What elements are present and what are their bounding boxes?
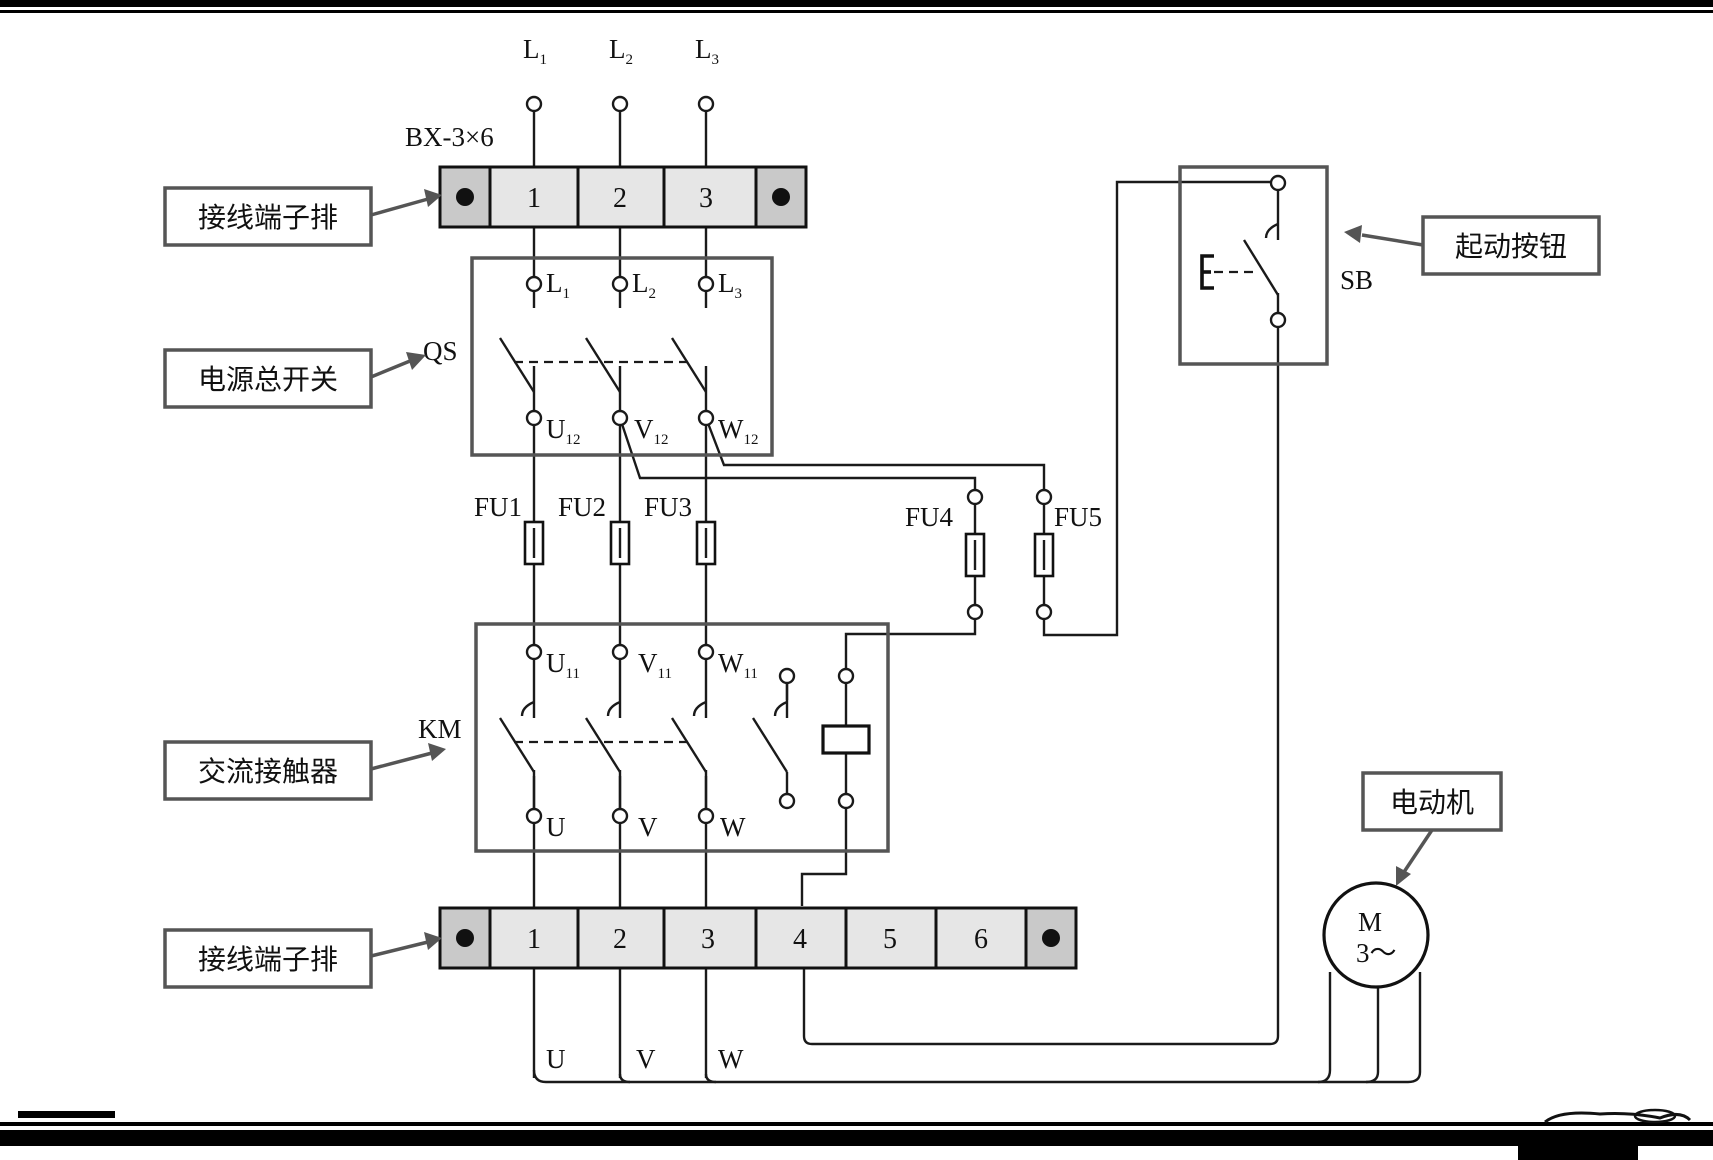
svg-text:接线端子排: 接线端子排 bbox=[198, 201, 338, 234]
svg-text:L2: L2 bbox=[609, 34, 633, 68]
qs-code: QS bbox=[423, 336, 458, 366]
bottom-terminal-3: 3 bbox=[701, 924, 715, 955]
bottom-terminal-2: 2 bbox=[613, 924, 627, 955]
strip-model-label: BX-3×6 bbox=[405, 122, 494, 152]
fu1-label: FU1 bbox=[474, 492, 522, 522]
bottom-phase-labels: U V W bbox=[546, 1044, 744, 1074]
callout-main-switch: 电源总开关 bbox=[163, 348, 426, 409]
start-button-sb: SB bbox=[1178, 165, 1373, 366]
svg-text:U11: U11 bbox=[546, 648, 580, 682]
main-switch-qs: QS L1 L2 L3 U12 V12 W12 bbox=[423, 256, 774, 457]
motor: M 3～ bbox=[1322, 881, 1430, 989]
qs-out-1: U bbox=[546, 414, 566, 444]
bottom-terminal-5: 5 bbox=[883, 924, 897, 955]
svg-text:电源总开关: 电源总开关 bbox=[198, 363, 338, 396]
supply-l3: L bbox=[695, 34, 712, 64]
supply-l1-sub: 1 bbox=[540, 52, 548, 68]
svg-text:W12: W12 bbox=[718, 414, 758, 448]
sb-code: SB bbox=[1340, 265, 1373, 295]
km-in-3: W bbox=[718, 648, 744, 678]
top-terminal-3: 3 bbox=[699, 183, 713, 214]
km-out-2: V bbox=[638, 812, 658, 842]
supply-l1: L bbox=[523, 34, 540, 64]
top-terminal-1: 1 bbox=[527, 183, 541, 214]
svg-text:L1: L1 bbox=[546, 268, 570, 302]
fuses: FU1 FU2 FU3 FU4 FU5 bbox=[474, 488, 1102, 621]
svg-text:L3: L3 bbox=[695, 34, 719, 68]
contactor-km: KM U11 bbox=[418, 622, 890, 853]
qs-in-1: L bbox=[546, 268, 563, 298]
phase-v-label: V bbox=[636, 1044, 656, 1074]
motor-label-m: M bbox=[1358, 907, 1382, 937]
supply-l3-terminal bbox=[697, 95, 715, 113]
supply-l3-sub: 3 bbox=[712, 52, 720, 68]
svg-text:交流接触器: 交流接触器 bbox=[198, 755, 338, 788]
km-in-1: U bbox=[546, 648, 566, 678]
svg-text:L3: L3 bbox=[718, 268, 742, 302]
km-code: KM bbox=[418, 714, 462, 744]
fu5-label: FU5 bbox=[1054, 502, 1102, 532]
svg-text:U12: U12 bbox=[546, 414, 581, 448]
svg-text:L1: L1 bbox=[523, 34, 547, 68]
bottom-terminal-strip: 1 2 3 4 5 6 bbox=[438, 906, 1078, 970]
callout-terminal-strip-top: 接线端子排 bbox=[163, 186, 442, 247]
km-out-3: W bbox=[720, 812, 746, 842]
top-terminal-2: 2 bbox=[613, 183, 627, 214]
fu2-label: FU2 bbox=[558, 492, 606, 522]
svg-text:V12: V12 bbox=[634, 414, 669, 448]
fu4-label: FU4 bbox=[905, 502, 954, 532]
callout-terminal-strip-bottom: 接线端子排 bbox=[163, 928, 442, 989]
supply-l2: L bbox=[609, 34, 626, 64]
contactor-coil bbox=[821, 724, 871, 755]
bottom-terminal-1: 1 bbox=[527, 924, 541, 955]
svg-text:电动机: 电动机 bbox=[1390, 786, 1474, 819]
svg-text:L2: L2 bbox=[632, 268, 656, 302]
qs-in-2: L bbox=[632, 268, 649, 298]
bottom-terminal-4: 4 bbox=[793, 924, 807, 955]
callout-start-button: 起动按钮 bbox=[1344, 215, 1601, 276]
corner-scribble bbox=[1544, 1108, 1692, 1124]
km-in-2: V bbox=[638, 648, 658, 678]
svg-text:W11: W11 bbox=[718, 648, 758, 682]
phase-u-label: U bbox=[546, 1044, 566, 1074]
qs-out-2: V bbox=[634, 414, 654, 444]
svg-text:V11: V11 bbox=[638, 648, 672, 682]
supply-l1-terminal bbox=[525, 95, 543, 113]
km-out-1: U bbox=[546, 812, 566, 842]
callout-motor: 电动机 bbox=[1361, 771, 1503, 886]
bottom-terminal-6: 6 bbox=[974, 924, 988, 955]
supply-labels: L1 L2 L3 bbox=[523, 34, 719, 113]
qs-in-3: L bbox=[718, 268, 735, 298]
phase-w-label: W bbox=[718, 1044, 744, 1074]
svg-text:接线端子排: 接线端子排 bbox=[198, 943, 338, 976]
callout-contactor: 交流接触器 bbox=[163, 740, 446, 801]
supply-l2-terminal bbox=[611, 95, 629, 113]
top-terminal-strip: BX-3×6 1 2 3 bbox=[405, 122, 808, 229]
fu3-label: FU3 bbox=[644, 492, 692, 522]
supply-l2-sub: 2 bbox=[626, 52, 634, 68]
svg-text:起动按钮: 起动按钮 bbox=[1455, 230, 1567, 263]
motor-label-phase: 3～ bbox=[1356, 938, 1397, 968]
qs-out-3: W bbox=[718, 414, 744, 444]
